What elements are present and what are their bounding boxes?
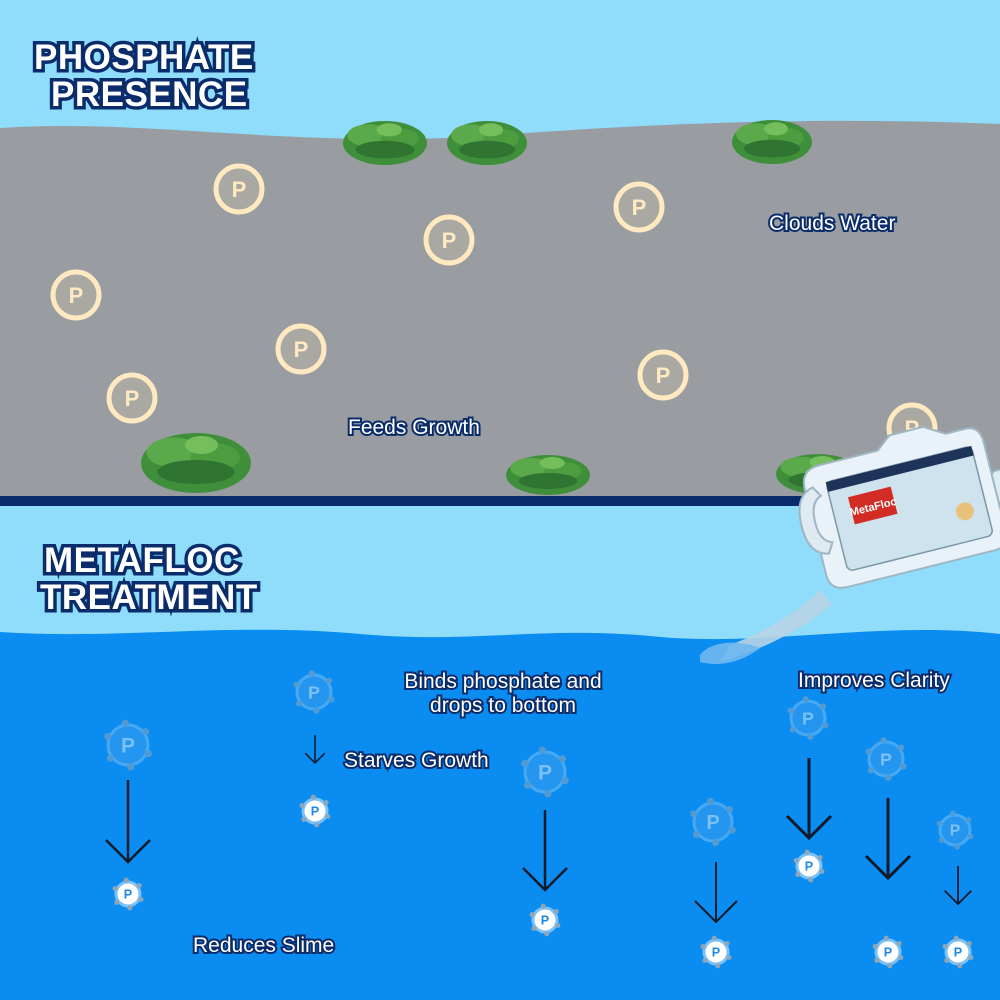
improves-clarity-label: Improves Clarity	[798, 669, 950, 693]
bound-phosphate-label: P	[121, 735, 135, 758]
bound-phosphate-label: P	[311, 805, 319, 819]
algae-clump	[343, 121, 427, 165]
phosphate-icon: P	[616, 184, 662, 230]
bottom-heading-line1: METAFLOC	[44, 542, 260, 579]
algae-clump	[506, 455, 590, 495]
phosphate-icon-label: P	[632, 195, 647, 220]
phosphate-icon-label: P	[294, 337, 309, 362]
bound-phosphate-label: P	[308, 682, 320, 702]
top-heading: PHOSPHATE PRESENCE	[34, 39, 264, 113]
feeds-growth-label: Feeds Growth	[348, 416, 480, 440]
phosphate-icon: P	[53, 272, 99, 318]
bound-phosphate-label: P	[884, 946, 892, 960]
top-heading-line1: PHOSPHATE	[34, 39, 264, 76]
bound-phosphate-label: P	[706, 812, 719, 834]
binds-phosphate-label: Binds phosphate and drops to bottom	[388, 670, 618, 718]
reduces-slime-label: Reduces Slime	[193, 934, 334, 958]
algae-clump	[447, 121, 527, 165]
murky-water	[0, 121, 1000, 498]
phosphate-icon-label: P	[656, 363, 671, 388]
bound-phosphate-label: P	[954, 946, 962, 960]
phosphate-icon-label: P	[232, 177, 247, 202]
algae-clump	[732, 120, 812, 164]
binds-line2: drops to bottom	[388, 694, 618, 718]
phosphate-icon: P	[109, 375, 155, 421]
top-heading-line2: PRESENCE	[51, 76, 264, 113]
phosphate-icon-label: P	[442, 228, 457, 253]
phosphate-icon-label: P	[69, 283, 84, 308]
bound-phosphate-label: P	[538, 762, 552, 785]
bound-phosphate-label: P	[541, 914, 549, 928]
bound-phosphate-label: P	[712, 946, 720, 960]
algae-clump	[141, 433, 251, 493]
phosphate-icon: P	[278, 326, 324, 372]
bottom-heading: METAFLOC TREATMENT	[40, 542, 260, 616]
starves-growth-label: Starves Growth	[344, 749, 489, 773]
bound-phosphate-label: P	[950, 823, 961, 840]
clouds-water-label: Clouds Water	[769, 212, 895, 236]
bound-phosphate-label: P	[124, 888, 132, 902]
phosphate-icon: P	[216, 166, 262, 212]
phosphate-icon-label: P	[125, 386, 140, 411]
bound-phosphate-label: P	[880, 749, 892, 769]
phosphate-icon: P	[640, 352, 686, 398]
bottom-heading-line2: TREATMENT	[40, 579, 260, 616]
bound-phosphate-label: P	[802, 708, 814, 728]
phosphate-icon: P	[426, 217, 472, 263]
bound-phosphate-label: P	[805, 860, 813, 874]
binds-line1: Binds phosphate and	[388, 670, 618, 694]
